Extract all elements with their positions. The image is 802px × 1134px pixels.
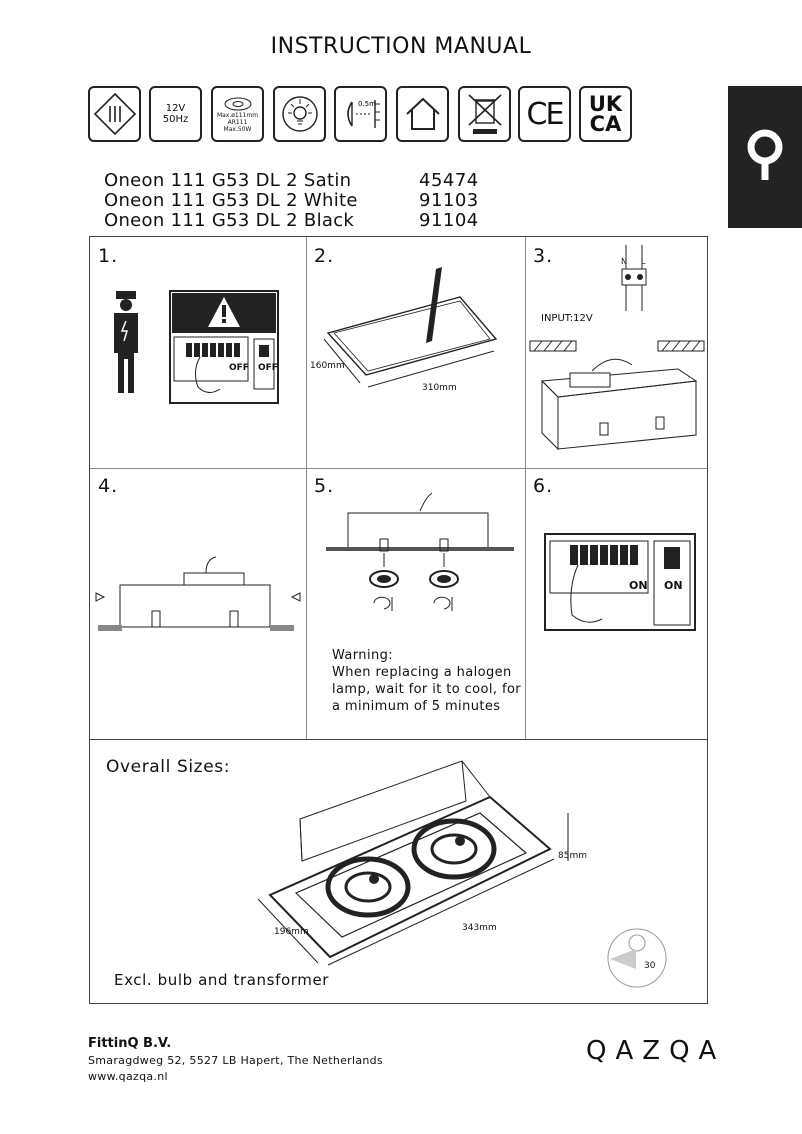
tilt-angle-label: 30 <box>644 961 656 971</box>
page-title: INSTRUCTION MANUAL <box>270 34 532 59</box>
step-2-number: 2. <box>314 245 335 267</box>
step-5-lamp-illustration <box>326 492 514 611</box>
exclusion-note: Excl. bulb and transformer <box>114 971 330 989</box>
step-1-illustration <box>114 290 279 404</box>
overall-sizes-heading: Overall Sizes: <box>106 757 231 777</box>
warning-text: Warning: When replacing a halogen lamp, … <box>332 648 522 714</box>
step-2-cutout-illustration <box>323 267 498 388</box>
product-name: Oneon 111 G53 DL 2 Satin <box>104 170 352 191</box>
step-6-number: 6. <box>533 475 554 497</box>
ukca-mark-icon: UK CA <box>579 86 632 142</box>
ce-mark-icon: CE <box>518 86 571 142</box>
step-5-number: 5. <box>314 475 335 497</box>
breaker-off-label: OFF <box>229 363 249 373</box>
class-iii-icon <box>88 86 141 142</box>
cutout-length-label: 310mm <box>422 383 457 393</box>
step-4-number: 4. <box>98 475 119 497</box>
step-1-number: 1. <box>98 245 119 267</box>
electrician-figure <box>114 291 138 393</box>
product-name: Oneon 111 G53 DL 2 White <box>104 190 358 211</box>
brand-tab <box>728 86 802 228</box>
website-link[interactable]: www.qazqa.nl <box>88 1070 168 1083</box>
company-name: FittinQ B.V. <box>88 1036 172 1051</box>
product-code: 91103 <box>419 190 479 211</box>
overall-length-label: 343mm <box>462 923 497 933</box>
distance-icon: 0.5m <box>334 86 387 142</box>
live-label: L <box>641 257 646 266</box>
tilt-angle-icon <box>607 928 667 988</box>
product-code: 45474 <box>419 170 479 191</box>
step-6-switch-on-illustration <box>544 533 696 631</box>
overall-width-label: 196mm <box>274 927 309 937</box>
switch-on-label: ON <box>664 579 683 592</box>
product-code: 91104 <box>419 210 479 231</box>
overall-sizes-drawing <box>257 760 569 966</box>
breaker-on-label: ON <box>629 579 648 592</box>
heat-lamp-icon <box>273 86 326 142</box>
input-voltage-label: INPUT:12V <box>541 313 593 324</box>
distance-label: 0.5m <box>358 100 376 108</box>
overall-height-label: 85mm <box>558 851 587 861</box>
lamp-spec-icon: Max.ø111mm AR111 Max.50W <box>211 86 264 142</box>
switch-off-label: OFF <box>258 363 278 373</box>
weee-bin-icon <box>458 86 511 142</box>
company-address: Smaragdweg 52, 5527 LB Hapert, The Nethe… <box>88 1054 383 1067</box>
neutral-label: N <box>621 257 627 266</box>
step-3-box-illustration <box>529 340 705 451</box>
step-4-install-illustration <box>95 556 301 631</box>
terminal-block-illustration <box>621 245 647 311</box>
brand-logo: QAZQA <box>586 1036 726 1066</box>
instruction-grid: 1. OFF OFF 2. 160mm 310mm 3. N L INPUT:1… <box>89 236 708 1004</box>
cutout-width-label: 160mm <box>310 361 345 371</box>
step-3-number: 3. <box>533 245 554 267</box>
indoor-house-icon <box>396 86 449 142</box>
product-name: Oneon 111 G53 DL 2 Black <box>104 210 355 231</box>
voltage-icon: 12V 50Hz <box>149 86 202 142</box>
